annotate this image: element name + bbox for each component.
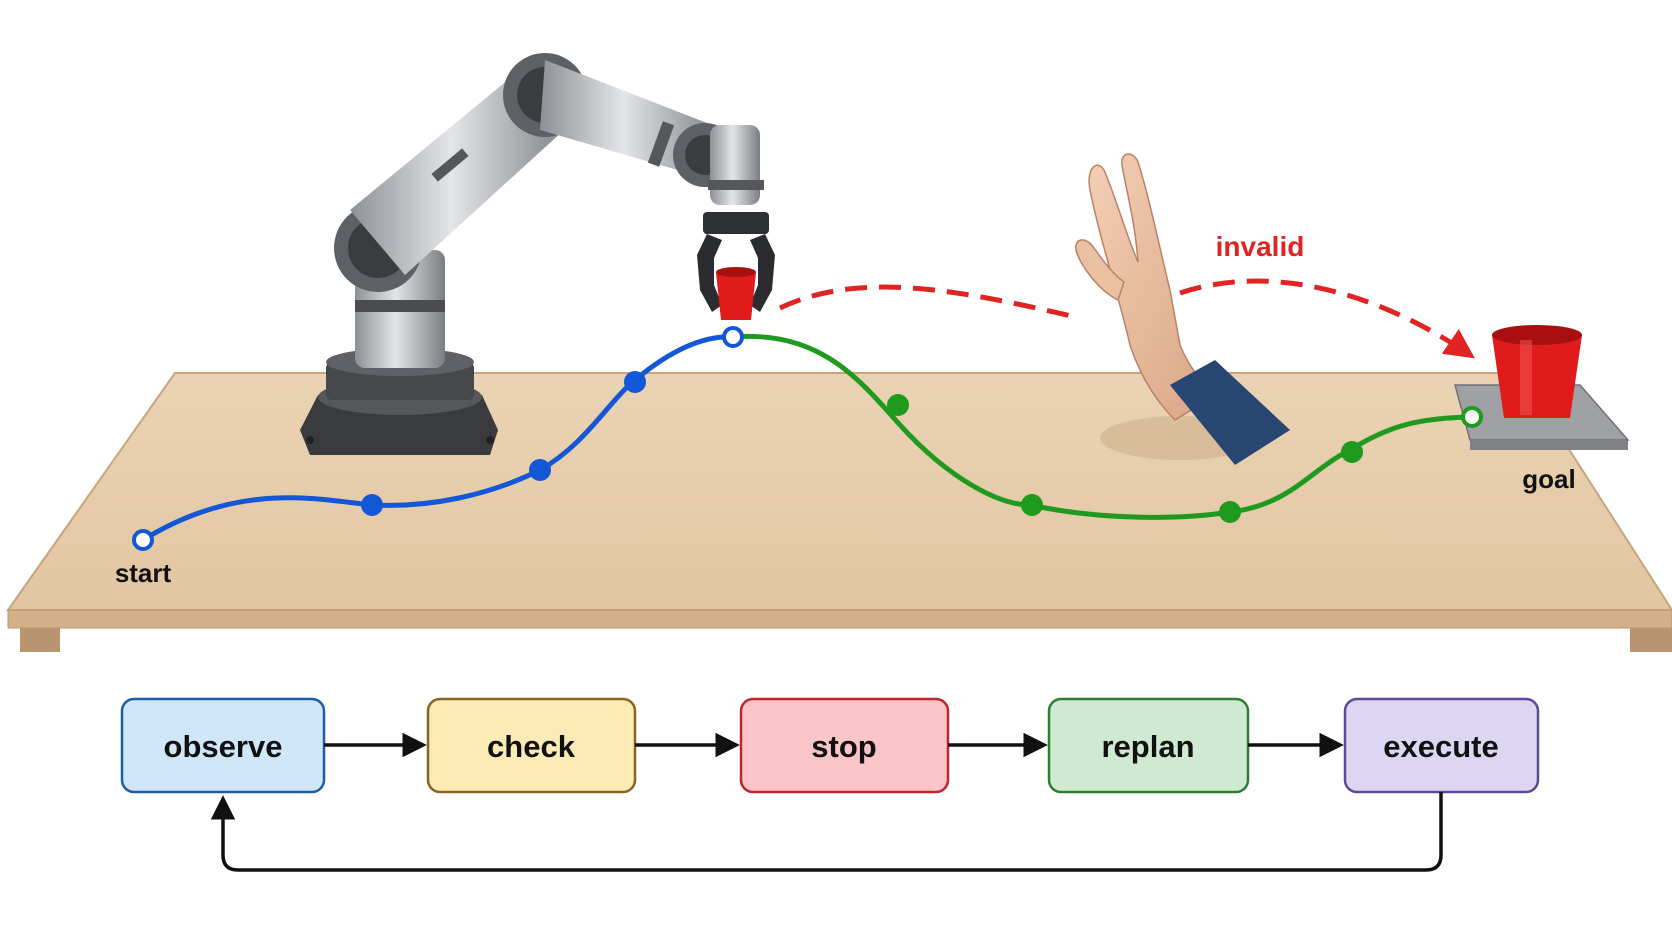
waypoint (361, 494, 383, 516)
waypoint (887, 394, 909, 416)
loop-arrow (210, 792, 1443, 872)
flow-step-label: execute (1383, 729, 1498, 764)
waypoint (1021, 494, 1043, 516)
stop-hand-icon (1075, 153, 1290, 465)
flow-step-check: check (426, 697, 637, 794)
waypoint (1341, 441, 1363, 463)
flow-step-label: replan (1101, 729, 1194, 764)
start-waypoint (132, 529, 154, 551)
red-cup-icon (1492, 325, 1582, 418)
invalid-path (1179, 278, 1475, 359)
waypoint (1219, 501, 1241, 523)
flow-step-label: check (487, 729, 576, 764)
waypoints (132, 326, 1483, 551)
robot-arm-icon (300, 53, 775, 455)
invalid-path (778, 284, 1081, 321)
flow-step-execute: execute (1343, 697, 1540, 794)
invalid-label: invalid (1216, 231, 1305, 262)
flow-step-label: stop (811, 729, 876, 764)
replan-waypoint (722, 326, 744, 348)
flow-step-stop: stop (739, 697, 950, 794)
flow-diagram: observe check stop replan execute (120, 697, 1540, 872)
table (6, 372, 1672, 652)
waypoint (624, 371, 646, 393)
original-path (141, 334, 734, 543)
goal-label: goal (1522, 464, 1575, 494)
flow-step-label: observe (164, 729, 283, 764)
goal-platform (1454, 325, 1630, 450)
flow-step-replan: replan (1047, 697, 1250, 794)
start-label: start (115, 558, 172, 588)
red-cup-icon (716, 267, 756, 320)
goal-waypoint (1461, 406, 1483, 428)
waypoint (529, 459, 551, 481)
flow-step-observe: observe (120, 697, 326, 794)
